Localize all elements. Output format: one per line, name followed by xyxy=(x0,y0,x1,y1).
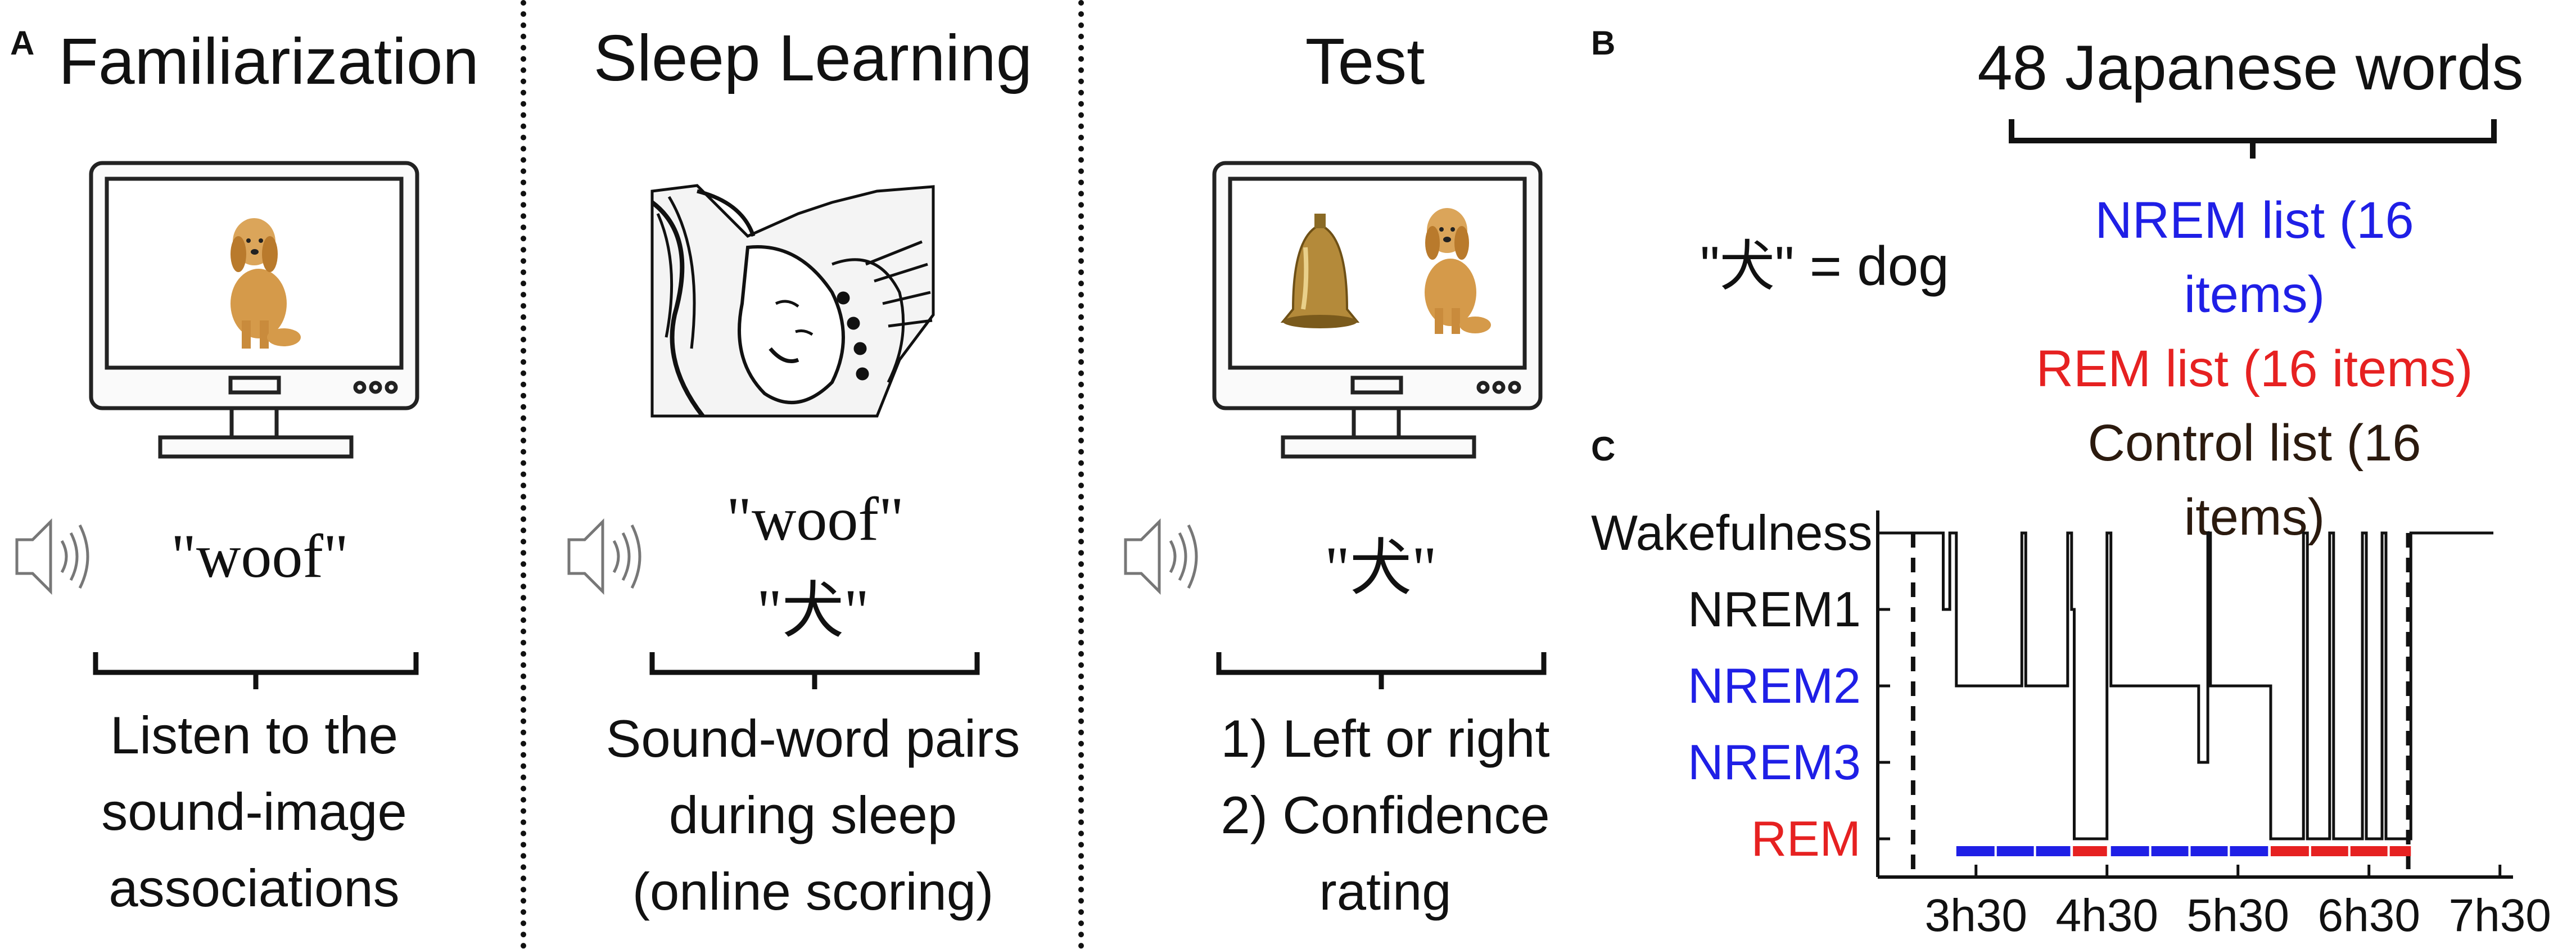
stage-label-nrem2: NREM2 xyxy=(1687,658,1861,713)
x-tick-label: 6h30 xyxy=(2318,890,2420,941)
familiarization-sound-word: "woof" xyxy=(171,522,349,590)
x-tick-label: 4h30 xyxy=(2056,890,2158,941)
familiarization-caption: Listen to the sound-image associations xyxy=(101,706,407,918)
list-control: Control list (16 items) xyxy=(2087,414,2421,546)
panel-b-heading: 48 Japanese words xyxy=(1977,33,2524,103)
list-rem: REM list (16 items) xyxy=(2036,340,2473,397)
stage-label-rem: REM xyxy=(1751,811,1861,866)
x-tick-label: 3h30 xyxy=(1925,890,2027,941)
test-japanese-word: "犬" xyxy=(1325,534,1437,603)
sleeping-person-sketch xyxy=(648,184,935,421)
sleep-learning-caption: Sound-word pairs during sleep (online sc… xyxy=(605,709,1020,921)
sleep-learning-japanese-word: "犬" xyxy=(757,577,869,645)
bracket xyxy=(1216,652,1547,689)
translation-example: "犬" = dog xyxy=(1700,235,1949,297)
test-caption: 1) Left or right 2) Confidence rating xyxy=(1221,709,1550,921)
speaker-icon xyxy=(1124,518,1198,595)
hypnogram-line xyxy=(1878,531,2494,840)
bracket xyxy=(93,652,419,689)
speaker-icon xyxy=(15,518,89,595)
column-divider xyxy=(1078,0,1084,949)
test-title: Test xyxy=(1305,25,1425,98)
sleep-learning-sound-word: "woof" xyxy=(726,485,904,553)
column-divider xyxy=(521,0,526,949)
panel-c-letter: C xyxy=(1591,430,1616,468)
speaker-icon xyxy=(567,518,641,595)
stage-label-nrem1: NREM1 xyxy=(1687,581,1861,637)
word-lists: NREM list (16 items) REM list (16 items)… xyxy=(2024,183,2485,554)
list-nrem: NREM list (16 items) xyxy=(2095,192,2414,323)
dog-image xyxy=(1425,208,1491,334)
stage-labels: Wakefulness NREM1 NREM2 NREM3 REM xyxy=(1591,495,1873,877)
x-tick-label: 7h30 xyxy=(2448,890,2551,941)
sleep-learning-title: Sleep Learning xyxy=(593,21,1033,94)
bracket xyxy=(649,652,980,689)
bell-image xyxy=(1280,214,1360,328)
x-tick-label: 5h30 xyxy=(2187,890,2289,941)
panel-a-letter: A xyxy=(10,24,35,62)
panel-b-letter: B xyxy=(1591,24,1616,62)
stage-label-wake: Wakefulness xyxy=(1591,505,1873,561)
familiarization-title: Familiarization xyxy=(58,25,479,98)
dog-image xyxy=(231,218,301,349)
panel-b-bracket xyxy=(2009,119,2497,159)
stage-label-nrem3: NREM3 xyxy=(1687,734,1861,790)
